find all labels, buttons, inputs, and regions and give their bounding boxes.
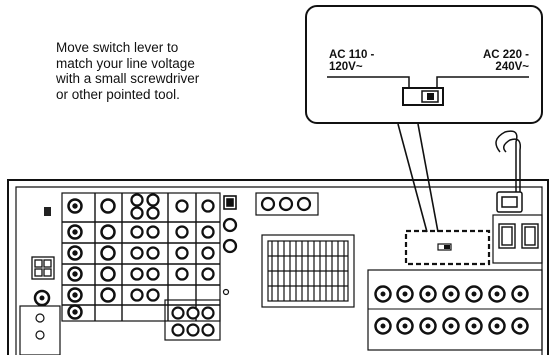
voltage-selector-highlight <box>404 229 491 266</box>
lower-left-subpanel <box>19 305 61 355</box>
lower-jack-cluster <box>164 288 230 341</box>
speaker-binding-posts <box>367 269 543 351</box>
av-jack-grid <box>61 192 221 322</box>
instruction-line-4: or other pointed tool. <box>56 86 180 102</box>
instruction-line-1: Move switch lever to <box>56 40 179 55</box>
vent-grille <box>261 234 355 308</box>
ac-outlets <box>492 214 543 264</box>
small-switch <box>44 207 51 216</box>
voltage-switch-callout: AC 110 - 120V~ AC 220 - 240V~ <box>305 5 543 124</box>
instruction-text: Move switch lever to match your line vol… <box>56 40 266 102</box>
instruction-line-3: with a small screwdriver <box>56 71 200 86</box>
speaker-terminal-block <box>31 256 55 280</box>
voltage-label-220: AC 220 - 240V~ <box>482 49 529 73</box>
voltage-selector-switch <box>327 76 529 106</box>
three-jack-row <box>255 192 319 216</box>
power-cord <box>495 130 523 213</box>
voltage-label-110: AC 110 - 120V~ <box>329 49 375 73</box>
digital-ports <box>222 195 238 254</box>
callout-leader-lines <box>397 123 439 233</box>
instruction-line-2: match your line voltage <box>56 55 195 71</box>
